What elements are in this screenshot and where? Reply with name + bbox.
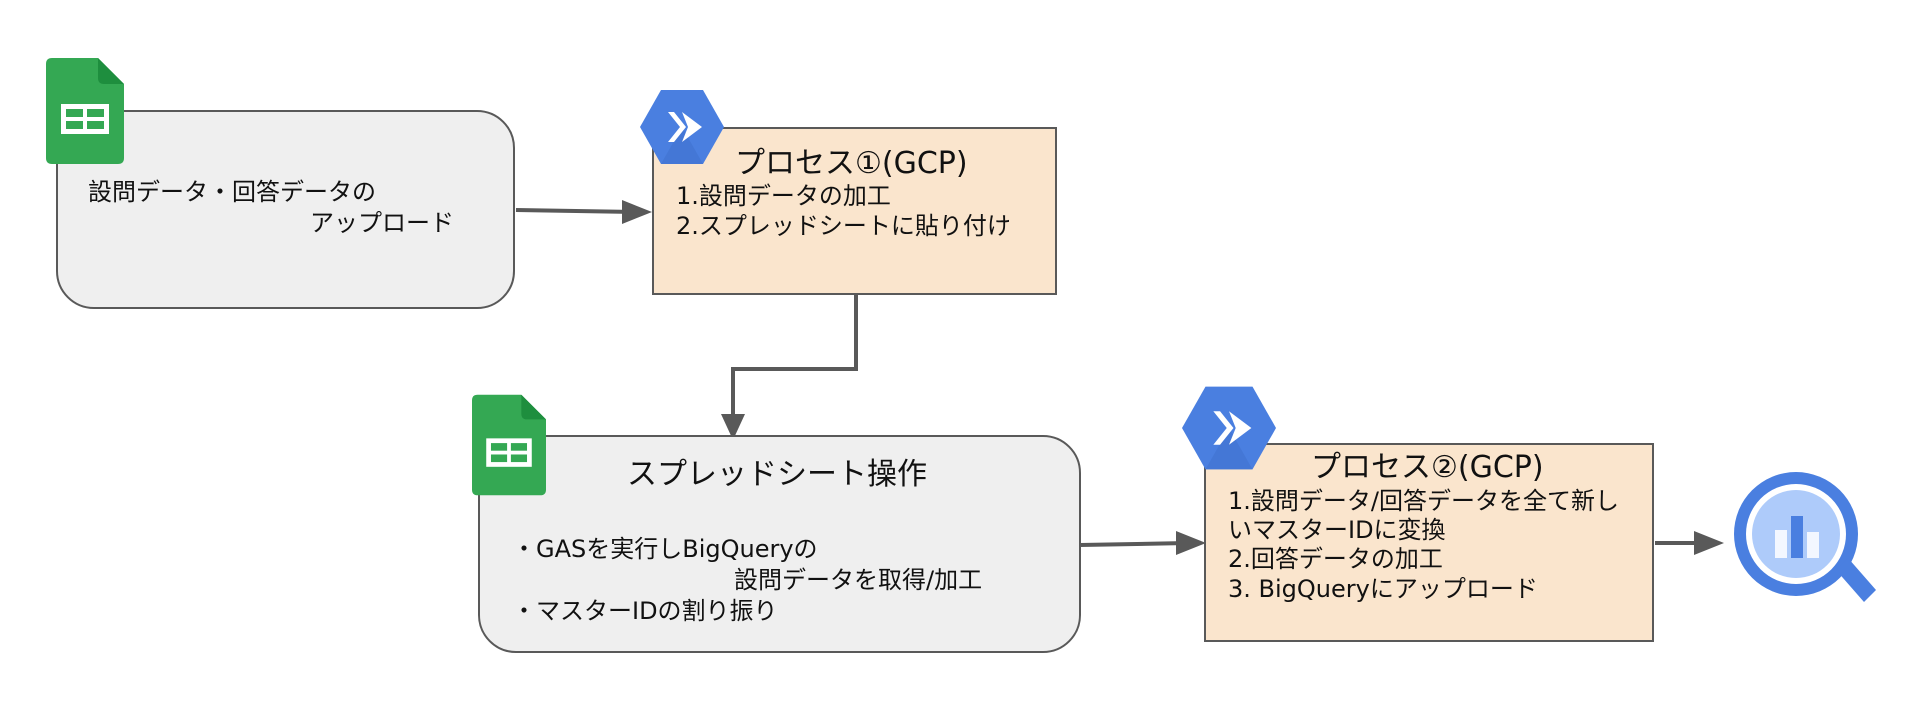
process1-item-1: 1.設問データの加工 (676, 182, 891, 210)
process2-node (1204, 443, 1654, 642)
process2-item-2: いマスターIDに変換 (1228, 516, 1446, 544)
sheet-ops-title: スプレッドシート操作 (627, 457, 927, 492)
process2-item-4: 3. BigQueryにアップロード (1228, 575, 1538, 603)
upload-label-line1: 設問データ・回答データの (88, 178, 376, 206)
cloud-run-icon (1182, 386, 1276, 470)
google-sheets-icon (472, 394, 546, 496)
arrow-process2-to-bigquery (1655, 531, 1724, 555)
process2-item-3: 2.回答データの加工 (1228, 545, 1443, 573)
bigquery-icon (1734, 472, 1876, 602)
cloud-run-icon (640, 90, 724, 164)
arrow-sheet-ops-to-process2 (1079, 531, 1206, 555)
process2-item-1: 1.設問データ/回答データを全て新し (1228, 487, 1619, 515)
upload-label-line2: アップロード (310, 209, 454, 237)
google-sheets-icon (46, 58, 124, 164)
sheet-ops-line2: 設問データを取得/加工 (734, 566, 983, 594)
arrow-upload-to-process1 (515, 200, 652, 224)
process1-node (652, 127, 1057, 295)
upload-node (56, 110, 515, 309)
sheet-ops-node (478, 435, 1081, 653)
process1-item-2: 2.スプレッドシートに貼り付け (676, 212, 1011, 240)
sheet-ops-line3: ・マスターIDの割り振り (512, 597, 778, 625)
process2-title: プロセス②(GCP) (1311, 450, 1544, 485)
sheet-ops-line1: ・GASを実行しBigQueryの (512, 535, 818, 563)
process1-title: プロセス①(GCP) (735, 146, 968, 181)
arrow-process1-to-sheet-ops (721, 294, 858, 440)
